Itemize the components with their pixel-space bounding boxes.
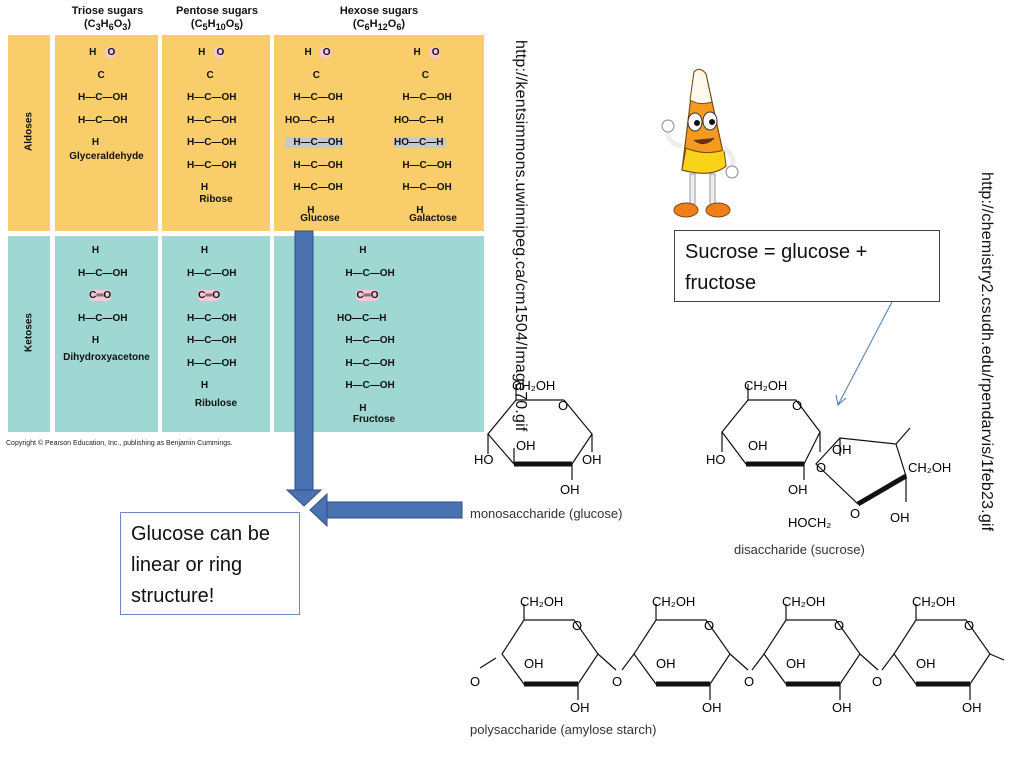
glucose-callout: Glucose can be linear or ring structure!	[120, 512, 300, 615]
sucrose-structure: CH₂OH O OH HO OH O OH CH₂OH O HOCH₂ OH	[706, 378, 951, 530]
svg-text:OH: OH	[656, 656, 676, 671]
url-chemistry2: http://chemistry2.csudh.edu/rpendarvis/1…	[978, 172, 995, 532]
ketose-row-label-cell	[8, 236, 50, 432]
ribose-structure: H O C H—C—OH H—C—OH H—C—OH H—C—OH H	[187, 47, 237, 193]
svg-text:HOCH₂: HOCH₂	[788, 515, 831, 530]
disaccharide-caption: disaccharide (sucrose)	[734, 542, 865, 557]
svg-text:CH₂OH: CH₂OH	[512, 378, 555, 393]
svg-text:O: O	[850, 506, 860, 521]
svg-text:O: O	[816, 460, 826, 475]
svg-text:O: O	[872, 674, 882, 689]
sucrose-callout: Sucrose = glucose + fructose	[674, 230, 940, 302]
svg-text:OH: OH	[962, 700, 982, 715]
galactose-structure: H O C H—C—OH HO—C—H HO—C—H H—C—OH H—C—OH…	[394, 47, 452, 216]
svg-text:OH: OH	[786, 656, 806, 671]
header-hexose-formula: (C6H12O6)	[352, 18, 406, 33]
monosaccharide-caption: monosaccharide (glucose)	[470, 506, 623, 521]
svg-text:OH: OH	[788, 482, 808, 497]
glyceraldehyde-label: Glyceraldehyde	[69, 151, 144, 162]
header-hexose-name: Hexose sugars	[339, 5, 419, 17]
glucose-ring-structure: CH₂OH O OH HO OH OH	[474, 378, 602, 497]
amylose-structure: O CH₂OH O OH OH O CH₂OH O OH OH O CH₂OH …	[470, 594, 1005, 715]
svg-text:OH: OH	[832, 700, 852, 715]
svg-text:O: O	[704, 618, 714, 633]
svg-text:CH₂OH: CH₂OH	[912, 594, 955, 609]
svg-text:O: O	[792, 398, 802, 413]
svg-text:O: O	[964, 618, 974, 633]
aldose-cell-pentose	[162, 35, 270, 231]
svg-text:OH: OH	[702, 700, 722, 715]
svg-text:OH: OH	[524, 656, 544, 671]
svg-text:CH₂OH: CH₂OH	[744, 378, 787, 393]
aldose-cell-hexose	[274, 35, 484, 231]
svg-text:OH: OH	[748, 438, 768, 453]
aldose-cell-triose	[55, 35, 158, 231]
svg-text:OH: OH	[582, 452, 602, 467]
header-pentose-name: Pentose sugars	[176, 5, 258, 17]
header-hexose: Hexose sugars (C6H12O6)	[274, 5, 484, 34]
ribulose-structure: H H—C—OH C═O H—C—OH H—C—OH H—C—OH H	[187, 245, 237, 391]
header-pentose-formula: (C5H10O5)	[190, 18, 244, 33]
svg-text:CH₂OH: CH₂OH	[652, 594, 695, 609]
polysaccharide-caption: polysaccharide (amylose starch)	[470, 722, 657, 737]
svg-text:OH: OH	[832, 442, 852, 457]
svg-text:O: O	[558, 398, 568, 413]
ketose-cell-triose	[55, 236, 158, 432]
svg-text:OH: OH	[890, 510, 910, 525]
svg-text:OH: OH	[916, 656, 936, 671]
ketose-cell-pentose	[162, 236, 270, 432]
dihydroxyacetone-structure: H H—C—OH C═O H—C—OH H	[78, 245, 128, 346]
svg-text:CH₂OH: CH₂OH	[782, 594, 825, 609]
svg-text:O: O	[572, 618, 582, 633]
svg-text:OH: OH	[560, 482, 580, 497]
svg-text:HO: HO	[706, 452, 726, 467]
svg-text:O: O	[470, 674, 480, 689]
header-triose-name: Triose sugars	[71, 5, 144, 17]
svg-text:O: O	[744, 674, 754, 689]
header-triose: Triose sugars (C3H6O3)	[55, 5, 160, 34]
svg-text:O: O	[834, 618, 844, 633]
header-triose-formula: (C3H6O3)	[83, 18, 132, 33]
aldose-row-label-cell	[8, 35, 50, 231]
dihydroxyacetone-label: Dihydroxyacetone	[63, 352, 150, 363]
svg-text:O: O	[612, 674, 622, 689]
svg-text:CH₂OH: CH₂OH	[908, 460, 951, 475]
copyright-text: Copyright © Pearson Education, Inc., pub…	[6, 440, 233, 447]
glucose-label: Glucose	[300, 213, 340, 224]
ribose-label: Ribose	[199, 194, 233, 205]
fructose-label: Fructose	[352, 414, 396, 425]
glucose-structure: H O C H—C—OH HO—C—H H—C—OH H—C—OH H—C—OH…	[285, 47, 343, 216]
svg-text:CH₂OH: CH₂OH	[520, 594, 563, 609]
svg-text:HO: HO	[474, 452, 494, 467]
svg-text:OH: OH	[516, 438, 536, 453]
fructose-structure: H H—C—OH C═O HO—C—H H—C—OH H—C—OH H—C—OH…	[337, 245, 395, 414]
glyceraldehyde-structure: H O C H—C—OH H—C—OH H	[78, 47, 128, 148]
galactose-label: Galactose	[409, 213, 457, 224]
ribulose-label: Ribulose	[194, 398, 238, 409]
svg-text:OH: OH	[570, 700, 590, 715]
candy-corn-mascot	[661, 68, 739, 218]
header-pentose: Pentose sugars (C5H10O5)	[162, 5, 272, 34]
